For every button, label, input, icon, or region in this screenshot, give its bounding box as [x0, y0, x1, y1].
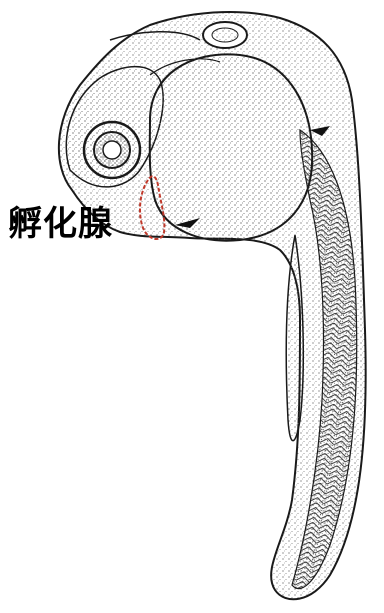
- hatching-gland-label: 孵化腺: [8, 196, 113, 245]
- otic-vesicle: [203, 22, 247, 48]
- eye: [84, 122, 140, 178]
